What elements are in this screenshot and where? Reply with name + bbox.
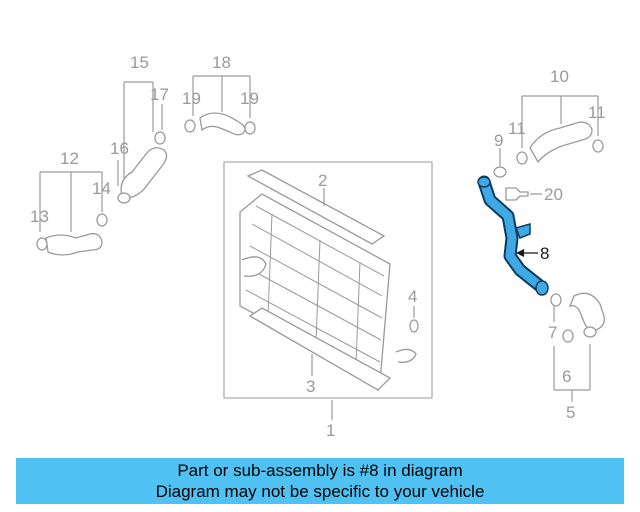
inlet-pipe-stub [241, 256, 267, 277]
callout-10: 10 [550, 67, 569, 86]
callout-14: 14 [92, 179, 111, 198]
bolt-20-part [505, 187, 529, 201]
pipe-8-body [479, 177, 545, 291]
hose-15-part [120, 147, 168, 199]
clamp-11-right-part [592, 139, 604, 153]
clamp-14-part [96, 213, 108, 227]
callout-19-right: 19 [240, 89, 259, 108]
right-upper-hose-group [493, 95, 604, 201]
core-fins [245, 205, 385, 365]
clamp-19-right-part [244, 121, 256, 135]
pipe-8-bottom-end [535, 280, 549, 296]
part-8-highlighted-pipe [477, 175, 549, 296]
callout-1: 1 [326, 421, 335, 440]
callout-6: 6 [562, 367, 571, 386]
hose-12-part [45, 233, 103, 256]
left-lower-hose-group [36, 171, 108, 256]
callout-3: 3 [306, 377, 315, 396]
hose-18-part [199, 112, 246, 136]
hose-10-part [529, 121, 593, 164]
right-lower-hose-group [550, 292, 605, 402]
parts-diagram: 1 2 3 4 5 6 7 8 9 10 11 11 12 13 14 15 1… [30, 53, 606, 440]
clamp-7-part [550, 293, 562, 307]
clamp-9-part [493, 166, 507, 178]
callout-7: 7 [548, 323, 557, 342]
top-bracket-part [246, 169, 386, 245]
callout-18: 18 [212, 53, 231, 72]
pipe-8-top-end [477, 176, 491, 188]
callout-16: 16 [110, 139, 129, 158]
clamp-17-part [154, 131, 166, 145]
clamp-6-part [583, 326, 597, 338]
callout-11-right: 11 [588, 103, 606, 122]
intercooler-core [239, 193, 391, 384]
clamp-16-part [117, 192, 131, 204]
clamp-19-left-part [184, 119, 196, 133]
left-upper-hose-group [117, 81, 168, 204]
callout-5: 5 [566, 403, 575, 422]
banner-line-1: Part or sub-assembly is #8 in diagram [177, 461, 463, 480]
bottom-bracket-part [248, 307, 392, 391]
callout-20: 20 [544, 185, 563, 204]
clamp-7-lower-part [562, 329, 574, 343]
intercooler-frame [223, 161, 433, 399]
hose-5-part [568, 292, 605, 331]
intercooler-assembly [223, 161, 433, 399]
clamp-11-left-part [516, 151, 528, 165]
part-info-banner: Part or sub-assembly is #8 in diagram Di… [16, 458, 624, 504]
callout-12: 12 [60, 149, 79, 168]
outlet-stub [395, 348, 417, 363]
banner-line-2: Diagram may not be specific to your vehi… [155, 482, 485, 501]
callout-2: 2 [318, 171, 327, 190]
clip-4-part [409, 319, 419, 333]
callout-4: 4 [408, 287, 417, 306]
callout-15: 15 [130, 53, 149, 72]
callout-8: 8 [540, 244, 549, 263]
callout-19-left: 19 [182, 89, 201, 108]
callout-11-left: 11 [508, 119, 526, 138]
pipe-8-bracket [514, 223, 531, 239]
clamp-13-part [36, 237, 48, 251]
callout-labels: 1 2 3 4 5 6 7 8 9 10 11 11 12 13 14 15 1… [30, 53, 606, 440]
callout-13: 13 [30, 207, 49, 226]
callout-17: 17 [150, 85, 169, 104]
top-middle-hose-group [184, 75, 256, 136]
callout-9: 9 [494, 131, 503, 150]
